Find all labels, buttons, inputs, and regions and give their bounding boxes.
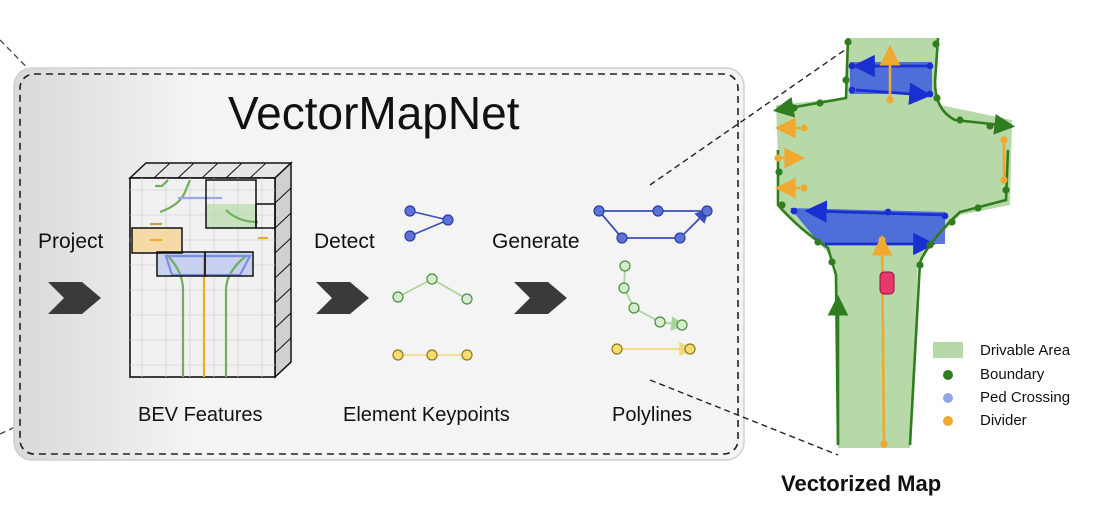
detect-arrow-icon (316, 282, 369, 314)
legend-swatch-divider (943, 416, 953, 426)
legend-label-divider: Divider (980, 412, 1027, 429)
map-legend (933, 342, 963, 426)
zoom-line-top-right (649, 37, 863, 186)
legend-label-drivable-area: Drivable Area (980, 342, 1071, 359)
legend-swatch-ped-crossing (943, 393, 953, 403)
generated-polylines (593, 205, 713, 357)
caption-bev-features: BEV Features (138, 404, 263, 426)
step-project-label: Project (38, 230, 104, 253)
ego-vehicle-icon (879, 271, 895, 295)
generate-arrow-icon (514, 282, 567, 314)
legend-swatch-drivable-area (933, 342, 963, 358)
project-arrow-icon (48, 282, 101, 314)
caption-polylines: Polylines (612, 404, 693, 426)
diagram-title: VectorMapNet (228, 87, 520, 139)
element-keypoints (392, 205, 473, 361)
caption-element-keypoints: Element Keypoints (343, 404, 510, 426)
legend-label-boundary: Boundary (980, 366, 1045, 383)
legend-label-ped-crossing: Ped Crossing (980, 389, 1071, 406)
step-detect-label: Detect (314, 230, 375, 253)
bev-feature-cube (128, 161, 293, 379)
vectorized-map (772, 37, 1016, 449)
legend-swatch-boundary (943, 370, 953, 380)
zoom-line-bottom-right (649, 379, 839, 456)
step-generate-label: Generate (492, 230, 580, 253)
map-title: Vectorized Map (781, 471, 942, 496)
